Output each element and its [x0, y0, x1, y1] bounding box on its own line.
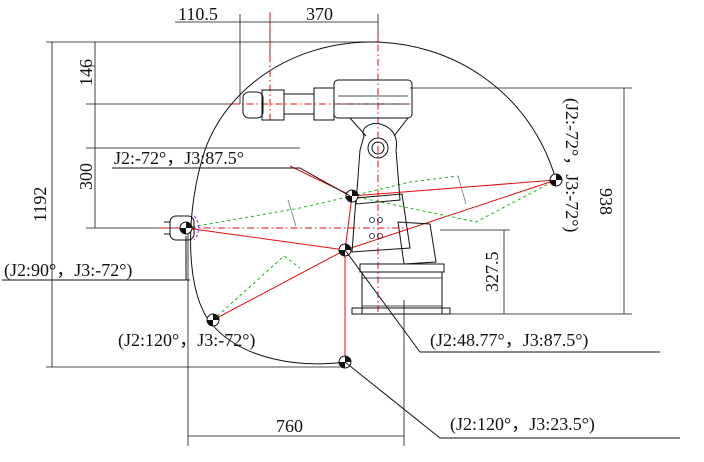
pose-marker-right	[549, 173, 563, 187]
pose-marker-left	[179, 221, 193, 235]
pose-tick-2	[457, 175, 467, 205]
alt-pose-lower	[212, 255, 301, 321]
label-pose-bottom: (J2:120°，J3:23.5°)	[450, 414, 595, 435]
label-pose-left: (J2:90°，J3:-72°)	[4, 260, 132, 281]
arm-link-to-mid	[344, 195, 353, 251]
dim-370: 370	[306, 4, 333, 24]
alt-pose-upper	[185, 175, 459, 229]
workspace-envelope-arc	[190, 41, 557, 323]
arm-link-mid-right	[351, 179, 557, 197]
label-pose-right-vertical: (J2:-72°，J3:-72°)	[561, 98, 582, 232]
leader-bottom	[344, 361, 680, 439]
dim-300: 300	[76, 163, 96, 190]
dim-1192: 1192	[30, 187, 50, 222]
label-pose-upper: J2:-72°，J3:87.5°	[114, 148, 244, 168]
dim-760: 760	[276, 416, 303, 436]
label-pose-center-right: (J2:48.77°，J3:87.5°)	[430, 330, 588, 351]
alt-pose-right	[351, 179, 557, 223]
dim-327-5: 327.5	[482, 252, 502, 293]
pose-marker-lower-left	[206, 313, 220, 327]
dim-938: 938	[596, 188, 616, 215]
workspace-inner-arc	[209, 321, 346, 365]
dim-146: 146	[76, 59, 96, 86]
leader-upper	[112, 167, 351, 197]
leader-center-right	[344, 249, 660, 353]
pose-tick-1	[287, 199, 297, 227]
arm-link-lower-left	[212, 249, 346, 321]
dim-110-5: 110.5	[178, 4, 218, 24]
robot-arm	[164, 79, 451, 315]
label-pose-lower-left: (J2:120°，J3:-72°)	[118, 330, 255, 351]
pose-marker-upper	[345, 189, 359, 203]
arm-link-left	[185, 227, 346, 251]
